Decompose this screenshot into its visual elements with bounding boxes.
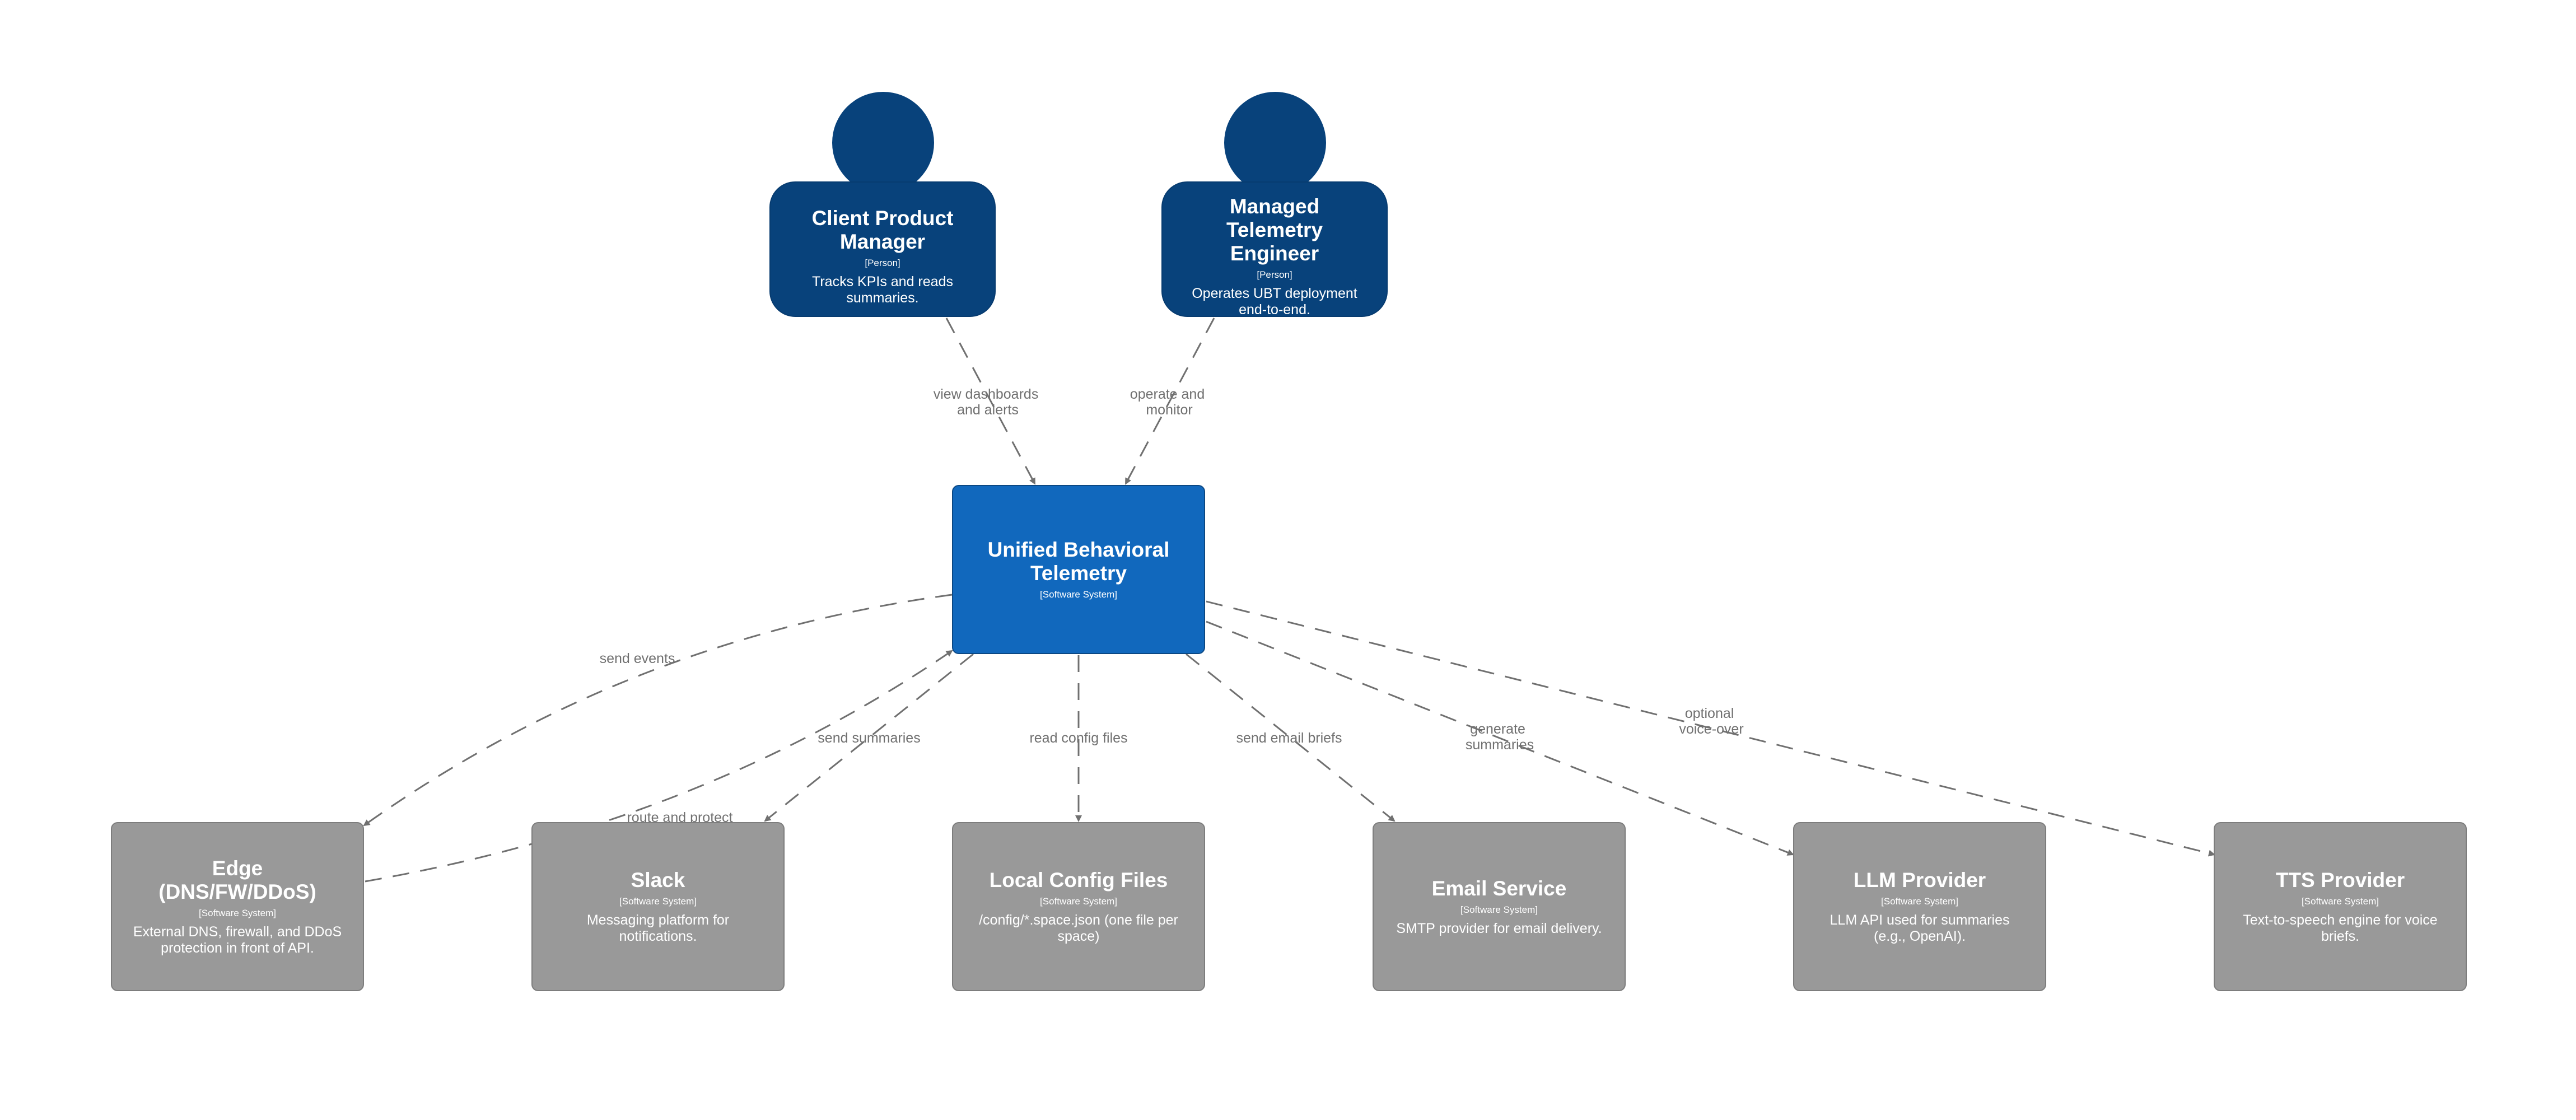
- relationship-label: send events: [600, 651, 675, 666]
- person-title: Client Product Manager: [811, 207, 954, 253]
- relationship-label: optional voice-over: [1679, 706, 1743, 737]
- relationship-label: generate summaries: [1466, 721, 1534, 753]
- relationship-view-dashboards: view dashboards and alerts: [934, 318, 1043, 485]
- system-kind: [Software System]: [619, 896, 697, 907]
- system-description: SMTP provider for email delivery.: [1396, 920, 1602, 936]
- relationship-label-line: send events: [600, 651, 675, 666]
- system-title: LLM Provider: [1853, 869, 1986, 892]
- relationship-line: [764, 653, 974, 822]
- relationship-label-line: operate and: [1130, 386, 1205, 402]
- system-local-config-files[interactable]: Local Config Files [Software System] /co…: [952, 822, 1205, 991]
- relationship-label-line: generate: [1470, 721, 1525, 737]
- system-title: Edge (DNS/FW/DDoS): [158, 857, 316, 903]
- person-title: Managed Telemetry Engineer: [1226, 195, 1323, 265]
- person-head-icon: [832, 92, 934, 194]
- relationship-operate-and-monitor: operate and monitor: [1124, 318, 1215, 485]
- relationship-label: send summaries: [818, 730, 920, 746]
- relationship-label-line: send email briefs: [1236, 730, 1342, 746]
- relationship-label-line: view dashboards: [934, 386, 1039, 402]
- system-kind: [Software System]: [1460, 904, 1538, 915]
- system-tts-provider[interactable]: TTS Provider [Software System] Text-to-s…: [2214, 822, 2467, 991]
- person-description: Operates UBT deployment end-to-end.: [1192, 286, 1357, 318]
- relationship-line: [1206, 600, 2215, 857]
- relationship-label: view dashboards and alerts: [934, 386, 1043, 418]
- relationship-label: send email briefs: [1236, 730, 1342, 746]
- system-edge[interactable]: Edge (DNS/FW/DDoS) [Software System] Ext…: [111, 822, 364, 991]
- relationship-line: [1206, 620, 1794, 856]
- relationship-send-summaries: send summaries: [764, 653, 974, 822]
- system-llm-provider[interactable]: LLM Provider [Software System] LLM API u…: [1793, 822, 2046, 991]
- relationship-label-line: monitor: [1146, 402, 1192, 418]
- system-unified-behavioral-telemetry[interactable]: Unified Behavioral Telemetry [Software S…: [952, 485, 1205, 654]
- system-description: External DNS, firewall, and DDoS protect…: [133, 924, 342, 956]
- system-title: Local Config Files: [989, 869, 1168, 892]
- relationship-optional-voice-over: optional voice-over: [1206, 600, 2215, 857]
- system-title: Unified Behavioral Telemetry: [987, 538, 1170, 585]
- relationship-label: read config files: [1029, 730, 1127, 746]
- person-kind: [Person]: [1257, 269, 1292, 280]
- person-kind: [Person]: [865, 258, 900, 268]
- system-description: Text-to-speech engine for voice briefs.: [2243, 912, 2438, 944]
- relationship-line: [365, 650, 953, 883]
- relationship-line: [1124, 318, 1215, 485]
- relationship-label-line: voice-over: [1679, 721, 1743, 737]
- relationship-label-line: optional: [1685, 706, 1734, 721]
- relationship-line: [945, 318, 1036, 485]
- system-description: /config/*.space.json (one file per space…: [979, 912, 1178, 944]
- system-description: LLM API used for summaries (e.g., OpenAI…: [1830, 912, 2010, 944]
- relationship-label-line: send summaries: [818, 730, 920, 746]
- system-title: Slack: [631, 869, 685, 892]
- system-kind: [Software System]: [2302, 896, 2379, 907]
- system-title: TTS Provider: [2275, 869, 2405, 892]
- system-slack[interactable]: Slack [Software System] Messaging platfo…: [531, 822, 785, 991]
- system-kind: [Software System]: [1040, 896, 1117, 907]
- person-client-product-manager[interactable]: Client Product Manager [Person] Tracks K…: [769, 181, 996, 317]
- relationship-line: [1186, 653, 1396, 822]
- relationship-line: [363, 594, 953, 827]
- relationship-label: operate and monitor: [1130, 386, 1208, 418]
- relationship-generate-summaries: generate summaries: [1206, 620, 1794, 856]
- system-title: Email Service: [1431, 876, 1567, 900]
- system-kind: [Software System]: [199, 908, 276, 918]
- relationship-label-line: summaries: [1466, 737, 1534, 753]
- relationship-read-config-files: read config files: [1029, 655, 1128, 822]
- relationship-send-events: send events: [363, 594, 953, 827]
- person-description: Tracks KPIs and reads summaries.: [812, 274, 953, 306]
- system-email-service[interactable]: Email Service [Software System] SMTP pro…: [1373, 822, 1626, 991]
- system-kind: [Software System]: [1040, 589, 1117, 600]
- relationship-send-email-briefs: send email briefs: [1186, 653, 1396, 822]
- system-description: Messaging platform for notifications.: [586, 912, 730, 944]
- person-managed-telemetry-engineer[interactable]: Managed Telemetry Engineer [Person] Oper…: [1161, 181, 1388, 318]
- relationship-label-line: read config files: [1029, 730, 1127, 746]
- system-kind: [Software System]: [1881, 896, 1958, 907]
- person-head-icon: [1224, 92, 1326, 194]
- relationship-label-line: and alerts: [957, 402, 1019, 418]
